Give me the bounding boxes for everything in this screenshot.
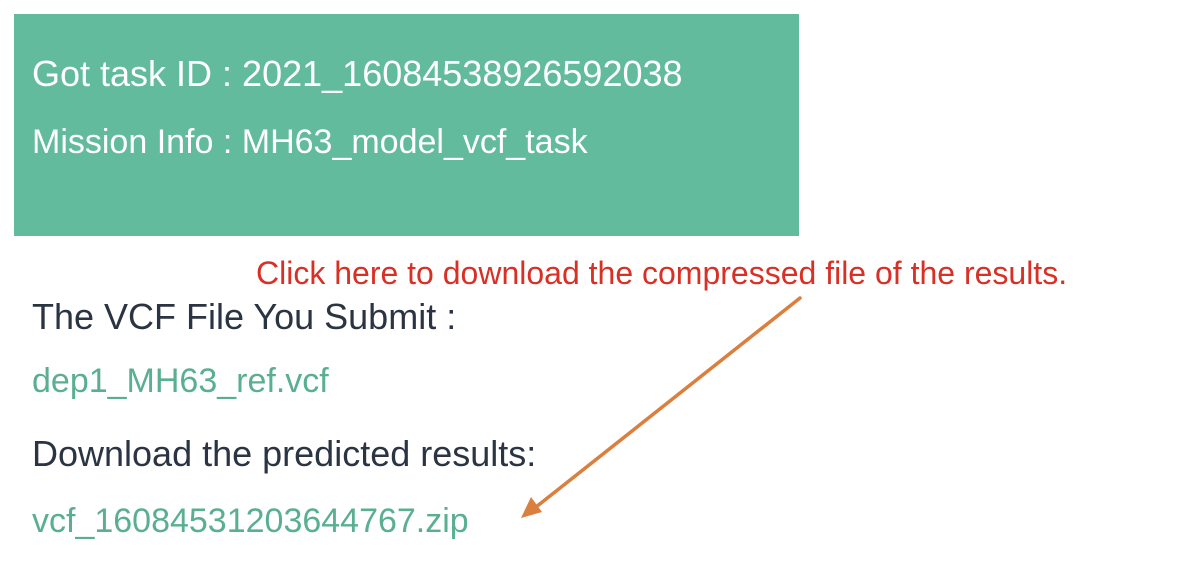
task-banner [14,14,799,236]
results-zip-link[interactable]: vcf_16084531203644767.zip [32,502,469,540]
task-id-text: Got task ID : 2021_16084538926592038 [32,53,683,94]
download-hint-annotation: Click here to download the compressed fi… [256,255,1068,291]
mission-info-text: Mission Info : MH63_model_vcf_task [32,123,588,161]
submitted-vcf-heading: The VCF File You Submit : [32,296,457,337]
submitted-vcf-link[interactable]: dep1_MH63_ref.vcf [32,362,329,400]
download-results-heading: Download the predicted results: [32,433,537,474]
